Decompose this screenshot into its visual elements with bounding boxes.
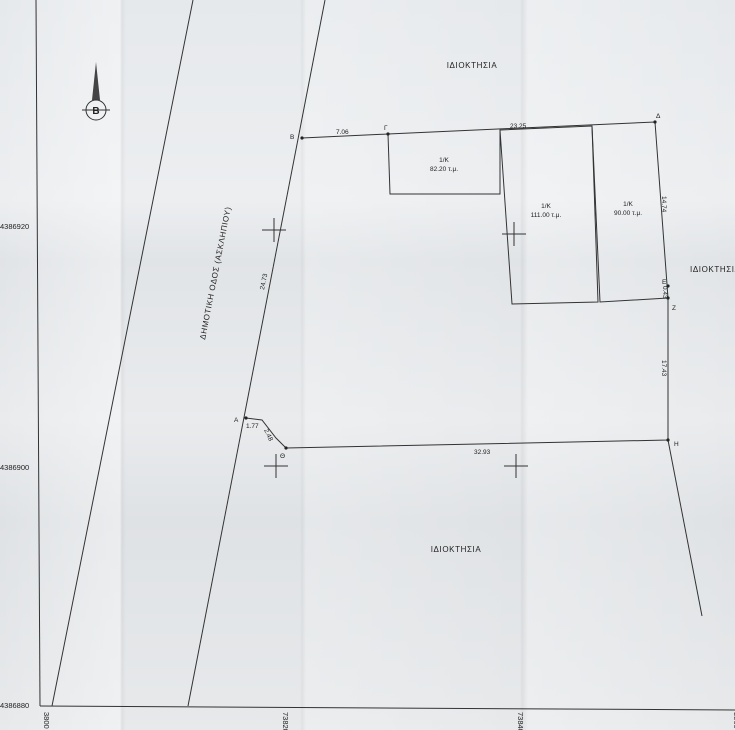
vertex-z xyxy=(666,296,670,300)
building-3-area: 90.00 τ.μ. xyxy=(614,210,642,217)
building-1-area: 82.20 τ.μ. xyxy=(430,166,458,173)
owner-label-right: ΙΔΙΟΚΤΗΣΙΑ xyxy=(690,265,735,274)
vertex-a xyxy=(244,416,248,420)
coord-y-mid: 4386900 xyxy=(0,463,29,472)
road-west-edge xyxy=(51,0,194,707)
coord-x-right: 3860 xyxy=(732,712,735,729)
vertex-h xyxy=(666,438,670,442)
dim-b-g: 7.06 xyxy=(336,129,349,136)
road-label: ΔΗΜΟΤΙΚΗ ΟΔΟΣ (ΑΣΚΛΗΠΙΟΥ) xyxy=(198,206,233,341)
owner-label-bottom: ΙΔΙΟΚΤΗΣΙΑ xyxy=(431,545,482,554)
grid-cross-4 xyxy=(504,454,528,478)
label-vertex-d: Δ xyxy=(656,113,661,120)
vertex-d xyxy=(653,120,657,124)
grid-cross-3 xyxy=(264,454,288,478)
dim-a-b: 24.73 xyxy=(259,273,269,291)
building-3-outline xyxy=(591,125,669,303)
dim-h-th: 32.93 xyxy=(474,449,491,456)
coord-y-bottom: 4386880 xyxy=(0,701,29,710)
label-vertex-g: Γ xyxy=(384,125,388,132)
grid-cross-2 xyxy=(502,222,526,246)
label-vertex-z: Ζ xyxy=(672,305,676,312)
coord-x-mid1: 73820 xyxy=(281,712,290,730)
building-2-area: 111.00 τ.μ. xyxy=(531,212,562,219)
owner-label-top: ΙΔΙΟΚΤΗΣΙΑ xyxy=(447,61,498,70)
road-east-edge xyxy=(187,0,326,707)
label-vertex-h: Η xyxy=(674,441,679,448)
vertex-g xyxy=(386,132,390,136)
dim-a-x: 1.77 xyxy=(246,423,259,430)
vertex-b xyxy=(300,136,304,140)
dim-e-z: 0.43 xyxy=(661,286,668,299)
building-2-code: 1/K xyxy=(541,203,551,210)
coord-y-top: 4386920 xyxy=(0,222,29,231)
coord-x-left: 3800 xyxy=(42,712,51,729)
north-arrow-icon: Β xyxy=(82,62,110,121)
dim-x-th: 2.48 xyxy=(262,428,274,443)
frame-left-line xyxy=(35,0,41,707)
dim-d-e: 14.74 xyxy=(660,196,667,213)
north-marker: Β xyxy=(92,106,99,117)
building-2-outline xyxy=(499,125,599,305)
label-vertex-th: Θ xyxy=(280,453,285,460)
east-boundary-extension xyxy=(667,439,703,617)
frame-bottom-line xyxy=(39,705,735,711)
building-1-outline xyxy=(387,130,501,195)
vertex-th xyxy=(284,446,288,450)
label-vertex-a: Α xyxy=(234,417,239,424)
label-vertex-e: Ε xyxy=(662,279,667,286)
building-1-code: 1/K xyxy=(439,157,449,164)
label-vertex-b: Β xyxy=(290,134,294,141)
dim-g-d: 23.25 xyxy=(510,123,527,130)
dim-z-h: 17.43 xyxy=(660,360,667,377)
grid-cross-1 xyxy=(262,218,286,242)
vertex-e xyxy=(666,284,670,288)
coord-x-mid2: 73840 xyxy=(516,712,525,730)
building-3-code: 1/K xyxy=(623,201,633,208)
